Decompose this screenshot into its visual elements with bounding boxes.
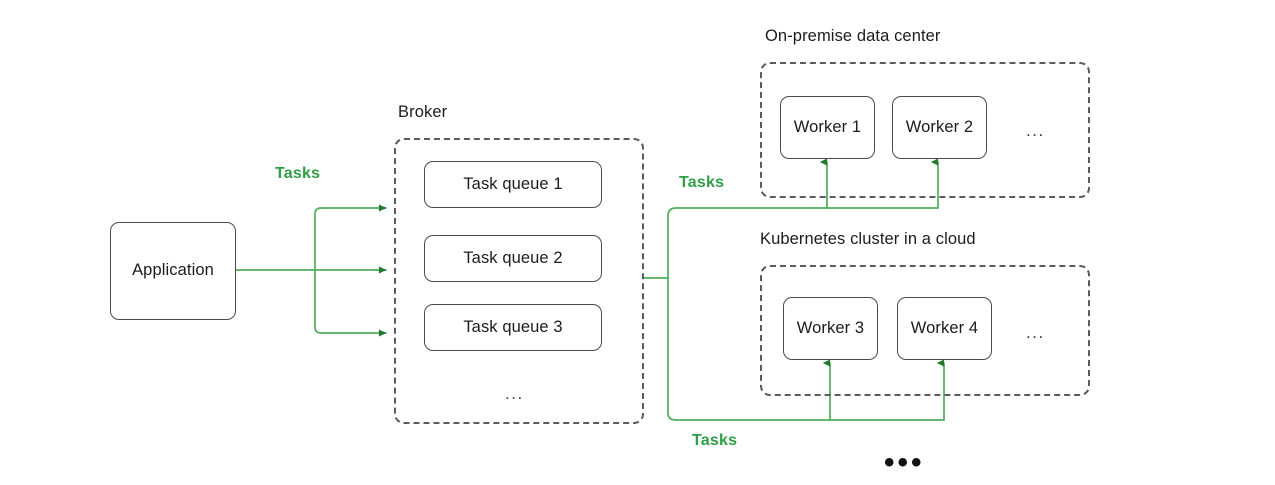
wire-app-to-queue-1	[314, 204, 387, 271]
worker-3-label: Worker 3	[796, 318, 865, 337]
worker-2[interactable]: Worker 2	[892, 96, 987, 159]
tasks-label-broker-to-onprem: Tasks	[679, 174, 725, 191]
wire-app-to-queue-3	[314, 269, 387, 337]
worker-3[interactable]: Worker 3	[783, 297, 878, 360]
more-clusters-ellipsis: •••	[884, 446, 925, 479]
broker-group	[394, 138, 644, 424]
application-label: Application	[132, 261, 214, 280]
worker-1[interactable]: Worker 1	[780, 96, 875, 159]
task-queue-1-label: Task queue 1	[463, 174, 563, 193]
task-queue-2[interactable]: Task queue 2	[424, 235, 602, 282]
kubernetes-title: Kubernetes cluster in a cloud	[760, 230, 976, 248]
task-queue-1[interactable]: Task queue 1	[424, 161, 602, 208]
on-premise-more-workers-ellipsis: ...	[1026, 121, 1045, 140]
broker-title: Broker	[398, 103, 448, 121]
on-premise-title: On-premise data center	[765, 27, 941, 45]
task-queue-2-label: Task queue 2	[463, 248, 563, 267]
kubernetes-group	[760, 265, 1090, 396]
kubernetes-more-workers-ellipsis: ...	[1026, 323, 1045, 342]
on-premise-group	[760, 62, 1090, 198]
application-node[interactable]: Application	[110, 222, 236, 320]
tasks-label-app-to-broker: Tasks	[275, 165, 321, 182]
task-queue-3-label: Task queue 3	[463, 317, 563, 336]
tasks-label-broker-to-k8s: Tasks	[692, 432, 738, 449]
worker-1-label: Worker 1	[793, 117, 862, 136]
worker-2-label: Worker 2	[905, 117, 974, 136]
task-queue-3[interactable]: Task queue 3	[424, 304, 602, 351]
worker-4-label: Worker 4	[910, 318, 979, 337]
worker-4[interactable]: Worker 4	[897, 297, 992, 360]
broker-more-queues-ellipsis: ...	[505, 384, 524, 403]
